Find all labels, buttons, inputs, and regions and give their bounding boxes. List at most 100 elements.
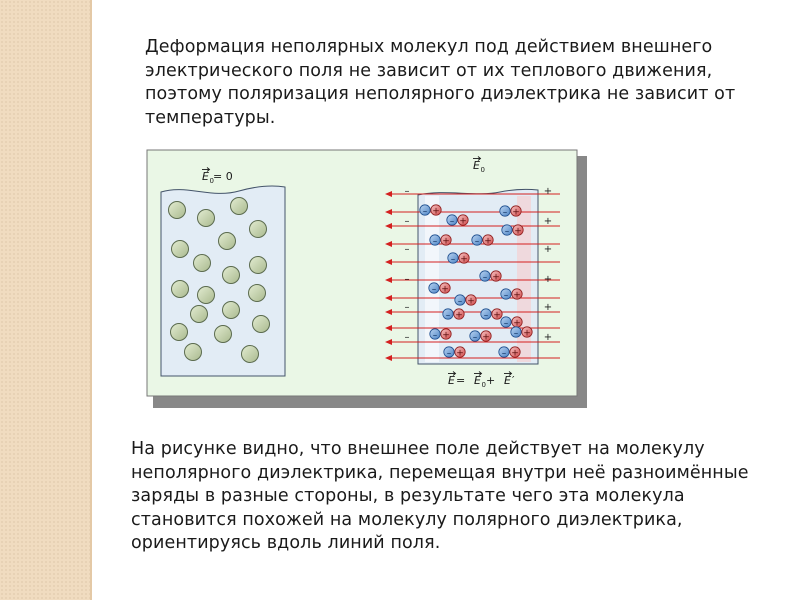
positive-charge (512, 224, 524, 236)
dipole-molecule: –+ (428, 282, 451, 294)
positive-charge (511, 288, 523, 300)
negative-charge (428, 282, 440, 294)
minus-glyph: – (446, 310, 451, 320)
positive-charge (521, 326, 533, 338)
negative-charge (429, 328, 441, 340)
minus-glyph: – (475, 236, 480, 246)
right-label-total-field: E = E 0 + E ′ (448, 371, 515, 389)
minus-glyph: – (505, 226, 510, 236)
negative-charge (498, 346, 510, 358)
dipole-molecule: –+ (447, 252, 470, 264)
left-label-e0-zero: E 0 = 0 (202, 167, 233, 185)
negative-charge (500, 288, 512, 300)
neutral-molecule (222, 266, 240, 284)
neutral-molecule (252, 315, 270, 333)
minus-glyph: – (484, 310, 489, 320)
plus-glyph: + (513, 290, 521, 300)
positive-charge (480, 330, 492, 342)
dipole-molecule: –+ (501, 224, 524, 236)
polarization-figure: E 0 = 0 E 0 –+–+–+–+–+–+–+–+–+–+–+–+–+–+… (145, 148, 590, 412)
decorative-side-strip (0, 0, 90, 600)
dipole-molecule: –+ (510, 326, 533, 338)
edge-plus-sign: + (544, 302, 552, 313)
minus-glyph: – (433, 330, 438, 340)
plus-glyph: + (523, 328, 531, 338)
edge-minus-sign: – (405, 274, 410, 285)
dipole-molecule: –+ (480, 308, 503, 320)
negative-charge (454, 294, 466, 306)
dipole-molecule: –+ (469, 330, 492, 342)
positive-charge (465, 294, 477, 306)
positive-charge (510, 205, 522, 217)
negative-charge (499, 205, 511, 217)
svg-text:E: E (504, 374, 511, 387)
plus-glyph: + (512, 207, 520, 217)
neutral-molecule (248, 284, 266, 302)
plus-glyph: + (493, 310, 501, 320)
dipole-molecule: –+ (446, 214, 469, 226)
negative-charge (447, 252, 459, 264)
plus-glyph: + (441, 284, 449, 294)
positive-charge (490, 270, 502, 282)
plus-glyph: + (513, 318, 521, 328)
edge-minus-sign: – (405, 332, 410, 343)
negative-charge (443, 346, 455, 358)
edge-charge-signs: –+–+–+–+–+–+ (405, 186, 553, 343)
dipole-molecule: –+ (500, 316, 523, 328)
negative-charge (429, 234, 441, 246)
right-label-e0: E 0 (473, 156, 485, 174)
positive-charge (430, 204, 442, 216)
positive-charge (482, 234, 494, 246)
plus-glyph: + (514, 226, 522, 236)
positive-charge (491, 308, 503, 320)
minus-glyph: – (433, 236, 438, 246)
edge-plus-sign: + (544, 332, 552, 343)
svg-text:0: 0 (482, 381, 486, 389)
dipole-molecule: –+ (429, 234, 452, 246)
edge-plus-sign: + (544, 244, 552, 255)
minus-glyph: – (450, 216, 455, 226)
negative-charge (469, 330, 481, 342)
minus-glyph: – (451, 254, 456, 264)
svg-text:+: + (486, 374, 495, 387)
positive-charge (454, 346, 466, 358)
svg-text:E: E (473, 159, 480, 172)
dipole-molecule: –+ (498, 346, 521, 358)
intro-paragraph: Деформация неполярных молекул под действ… (145, 37, 736, 128)
edge-plus-sign: + (544, 186, 552, 197)
plus-glyph: + (467, 296, 475, 306)
neutral-molecule (197, 209, 215, 227)
minus-glyph: – (423, 206, 428, 216)
minus-glyph: – (432, 284, 437, 294)
plus-glyph: + (456, 348, 464, 358)
dipole-molecule: –+ (499, 205, 522, 217)
negative-charge (419, 204, 431, 216)
dipole-molecule: –+ (429, 328, 452, 340)
dipole-molecule: –+ (443, 346, 466, 358)
dipole-molecule: –+ (471, 234, 494, 246)
neutral-molecule (190, 305, 208, 323)
neutral-molecule (184, 343, 202, 361)
plus-glyph: + (460, 254, 468, 264)
neutral-molecule (249, 256, 267, 274)
neutral-molecule (230, 197, 248, 215)
edge-minus-sign: – (405, 244, 410, 255)
svg-text:=: = (456, 374, 465, 387)
neutral-molecules (168, 197, 270, 363)
minus-glyph: – (504, 318, 509, 328)
svg-text:E: E (202, 170, 209, 183)
minus-glyph: – (503, 207, 508, 217)
plus-glyph: + (484, 236, 492, 246)
positive-charge (440, 328, 452, 340)
minus-glyph: – (502, 348, 507, 358)
neutral-molecule (214, 325, 232, 343)
minus-glyph: – (514, 328, 519, 338)
negative-charge (501, 224, 513, 236)
plus-glyph: + (432, 206, 440, 216)
neutral-molecule (171, 240, 189, 258)
edge-minus-sign: – (405, 216, 410, 227)
neutral-molecule (170, 323, 188, 341)
svg-text:E: E (474, 374, 481, 387)
svg-text:= 0: = 0 (213, 170, 233, 183)
positive-charge (457, 214, 469, 226)
